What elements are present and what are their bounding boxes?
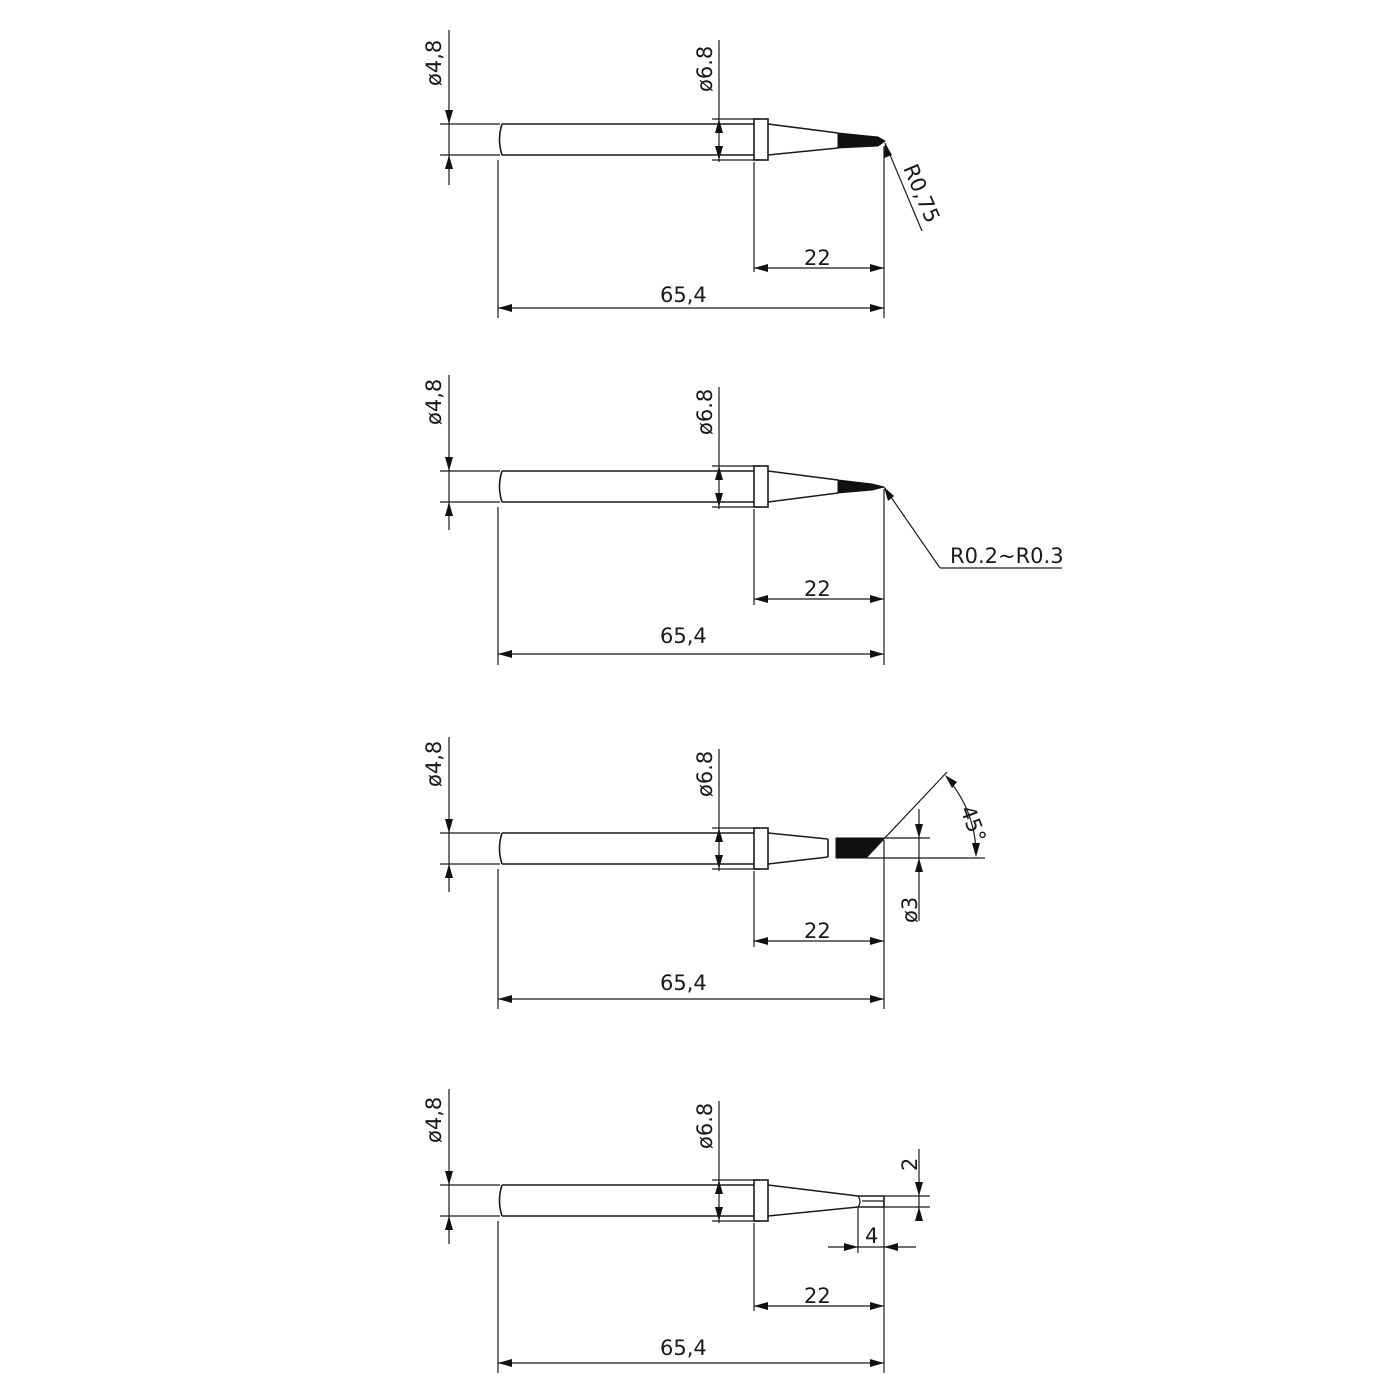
tip-length-label: 22 bbox=[804, 246, 831, 270]
tip-length-dimension: 22 bbox=[753, 489, 885, 665]
total-length-dimension: 65,4 bbox=[497, 869, 884, 1009]
tip-body bbox=[498, 118, 886, 161]
bevel-angle-label: 45° bbox=[955, 803, 990, 846]
drawing-conical-tip-r075: ø4,8 ø6.8 R0,75 bbox=[422, 30, 944, 318]
tip-radius-leader: R0,75 bbox=[884, 142, 944, 232]
tip-diameter-dimension: ø3 bbox=[884, 809, 930, 923]
shank-diameter-label: ø4,8 bbox=[422, 379, 446, 425]
collar-diameter-dimension: ø6.8 bbox=[693, 40, 760, 162]
tip-length-label: 22 bbox=[804, 577, 831, 601]
tip-width-label: 2 bbox=[898, 1158, 922, 1171]
collar-diameter-dimension: ø6.8 bbox=[693, 1101, 760, 1223]
tip-body bbox=[498, 1179, 885, 1222]
total-length-label: 65,4 bbox=[660, 971, 707, 995]
collar-diameter-label: ø6.8 bbox=[693, 46, 717, 92]
tip-width-dimension: 2 bbox=[884, 1149, 930, 1221]
tip-length-dimension: 22 bbox=[753, 146, 885, 318]
drawing-chisel-tip: ø4,8 ø6.8 2 bbox=[422, 1089, 930, 1373]
total-length-dimension: 65,4 bbox=[497, 507, 884, 665]
tip-length-dimension: 22 bbox=[753, 840, 885, 1009]
collar-diameter-label: ø6.8 bbox=[693, 1103, 717, 1149]
collar-diameter-label: ø6.8 bbox=[693, 389, 717, 435]
total-length-label: 65,4 bbox=[660, 624, 707, 648]
drawing-fine-conical-tip: ø4,8 ø6.8 R0.2~R0.3 22 bbox=[422, 375, 1064, 665]
tip-body bbox=[498, 827, 886, 870]
tip-length-label: 22 bbox=[804, 1284, 831, 1308]
shank-diameter-label: ø4,8 bbox=[422, 1097, 446, 1143]
collar-diameter-dimension: ø6.8 bbox=[693, 387, 760, 509]
tip-radius-label: R0.2~R0.3 bbox=[950, 544, 1064, 568]
tip-diameter-label: ø3 bbox=[898, 897, 922, 923]
shank-diameter-label: ø4,8 bbox=[422, 40, 446, 86]
tip-radius-label: R0,75 bbox=[898, 161, 944, 227]
collar-diameter-dimension: ø6.8 bbox=[693, 749, 760, 871]
shank-diameter-dimension: ø4,8 bbox=[422, 1089, 500, 1244]
bevel-angle-dimension: 45° bbox=[865, 771, 991, 859]
shank-diameter-label: ø4,8 bbox=[422, 741, 446, 787]
total-length-dimension: 65,4 bbox=[497, 1221, 884, 1373]
total-length-label: 65,4 bbox=[660, 283, 707, 307]
tip-body bbox=[498, 465, 885, 508]
tip-flat-length-dimension: 4 bbox=[828, 1207, 916, 1253]
total-length-label: 65,4 bbox=[660, 1336, 707, 1360]
tip-radius-leader: R0.2~R0.3 bbox=[883, 486, 1064, 569]
tip-length-dimension: 22 bbox=[753, 1207, 885, 1373]
collar-diameter-label: ø6.8 bbox=[693, 751, 717, 797]
shank-diameter-dimension: ø4,8 bbox=[422, 737, 500, 892]
tip-flat-length-label: 4 bbox=[865, 1224, 878, 1248]
tip-length-label: 22 bbox=[804, 919, 831, 943]
drawing-bevel-tip-45: ø4,8 ø6.8 45° bbox=[422, 737, 991, 1009]
shank-diameter-dimension: ø4,8 bbox=[422, 375, 500, 530]
total-length-dimension: 65,4 bbox=[497, 160, 884, 318]
shank-diameter-dimension: ø4,8 bbox=[422, 30, 500, 185]
